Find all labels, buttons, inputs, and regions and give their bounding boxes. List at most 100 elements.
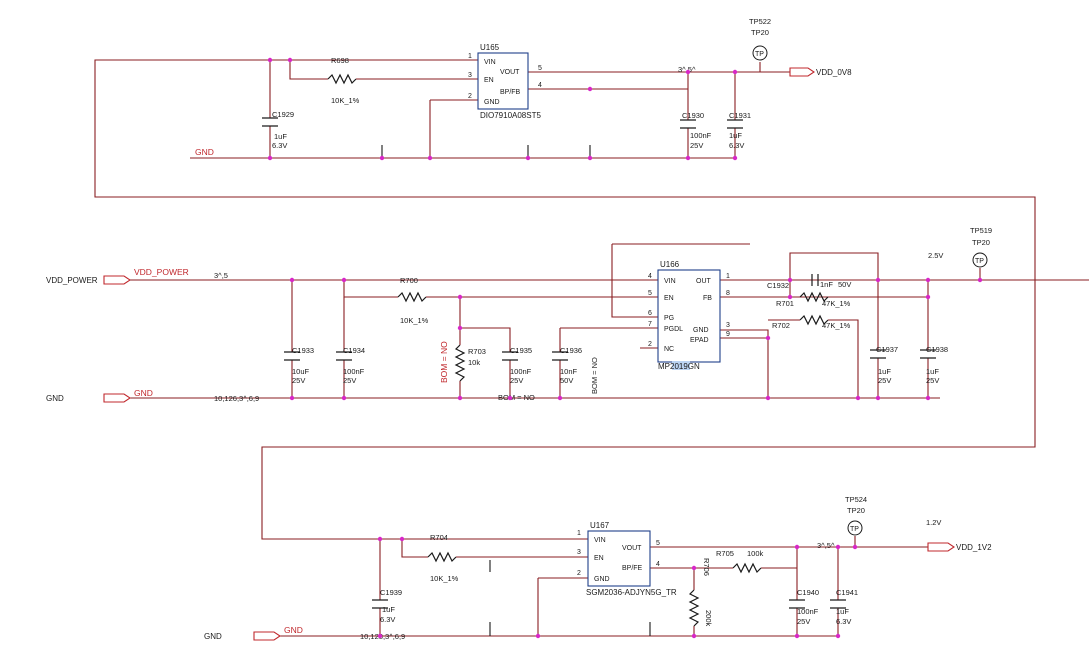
wire-gnd-u167 bbox=[537, 577, 588, 636]
svg-text:GND: GND bbox=[594, 576, 610, 583]
gnd-flag-2: GND bbox=[103, 388, 153, 403]
svg-text:10nF: 10nF bbox=[560, 367, 578, 376]
c1937: C1937 1uF 25V bbox=[870, 345, 898, 385]
svg-text:8: 8 bbox=[726, 290, 730, 297]
u166-chip: U166 MP2019GN VIN EN PG PGDL NC OUT FB G… bbox=[648, 260, 730, 371]
c1929: C1929 1uF 6.3V bbox=[262, 110, 294, 150]
svg-text:R705: R705 bbox=[716, 549, 734, 558]
xref-gnd-mid: 10,126,3^,6,9 bbox=[214, 394, 259, 403]
c1936: C1936 10nF 50V bbox=[552, 346, 582, 385]
c1938: C1938 1uF 25V bbox=[920, 345, 948, 385]
tp522: TP TP522 TP20 bbox=[749, 17, 771, 61]
svg-text:C1941: C1941 bbox=[836, 588, 858, 597]
svg-text:10uF: 10uF bbox=[292, 367, 310, 376]
svg-text:C1934: C1934 bbox=[343, 346, 365, 355]
c1940: C1940 100nF 25V bbox=[789, 588, 819, 626]
wire-r701 bbox=[789, 280, 928, 298]
svg-text:VIN: VIN bbox=[484, 59, 496, 66]
svg-text:R704: R704 bbox=[430, 533, 448, 542]
svg-text:1: 1 bbox=[577, 530, 581, 537]
svg-text:C1939: C1939 bbox=[380, 588, 402, 597]
svg-text:1uF: 1uF bbox=[836, 607, 849, 616]
svg-text:U166: U166 bbox=[660, 260, 680, 269]
svg-text:1nF: 1nF bbox=[820, 280, 833, 289]
c1931: C1931 1uF 6.3V bbox=[727, 111, 751, 150]
svg-text:10K_1%: 10K_1% bbox=[430, 574, 459, 583]
stub-3 bbox=[489, 560, 651, 636]
svg-text:4: 4 bbox=[656, 561, 660, 568]
svg-text:47K_1%: 47K_1% bbox=[822, 321, 851, 330]
svg-text:9: 9 bbox=[726, 331, 730, 338]
vdd-power-flag: VDD_POWER bbox=[103, 267, 189, 285]
svg-text:VDD_POWER: VDD_POWER bbox=[134, 267, 189, 277]
r706: R706 200k bbox=[688, 558, 713, 627]
svg-text:BP/FE: BP/FE bbox=[622, 565, 643, 572]
svg-text:2: 2 bbox=[468, 93, 472, 100]
tp519: TP TP519 TP20 bbox=[970, 226, 992, 268]
svg-text:1: 1 bbox=[726, 273, 730, 280]
wire-en-u166 bbox=[343, 280, 658, 298]
svg-text:7: 7 bbox=[648, 321, 652, 328]
vdd-power-left-label: VDD_POWER bbox=[46, 276, 98, 285]
svg-text:EN: EN bbox=[484, 77, 494, 84]
wire-r702 bbox=[768, 319, 859, 398]
c1934: C1934 100nF 25V bbox=[336, 346, 365, 385]
svg-text:GND: GND bbox=[134, 388, 153, 398]
svg-text:C1931: C1931 bbox=[729, 111, 751, 120]
svg-text:R698: R698 bbox=[331, 56, 349, 65]
r701: R701 47K_1% bbox=[776, 291, 851, 308]
svg-text:EN: EN bbox=[664, 295, 674, 302]
svg-text:C1932: C1932 bbox=[767, 281, 789, 290]
svg-text:OUT: OUT bbox=[696, 278, 712, 285]
svg-text:100nF: 100nF bbox=[510, 367, 532, 376]
svg-text:1uF: 1uF bbox=[926, 367, 939, 376]
svg-text:6.3V: 6.3V bbox=[729, 141, 744, 150]
junctions-3 bbox=[377, 536, 858, 639]
svg-text:25V: 25V bbox=[292, 376, 305, 385]
svg-text:25V: 25V bbox=[878, 376, 891, 385]
svg-text:DIO7910A08ST5: DIO7910A08ST5 bbox=[480, 111, 541, 120]
svg-text:6: 6 bbox=[648, 310, 652, 317]
wire-gnd-u166 bbox=[720, 329, 769, 398]
c1941: C1941 1uF 6.3V bbox=[830, 588, 858, 626]
svg-text:TP: TP bbox=[975, 258, 984, 265]
svg-text:BP/FB: BP/FB bbox=[500, 89, 521, 96]
vdd-0v8-flag: VDD_0V8 bbox=[789, 67, 852, 77]
svg-text:100nF: 100nF bbox=[797, 607, 819, 616]
svg-text:PGDL: PGDL bbox=[664, 326, 683, 333]
gnd-flag-3: GND bbox=[253, 625, 303, 641]
v25-label: 2.5V bbox=[928, 251, 943, 260]
svg-text:C1935: C1935 bbox=[510, 346, 532, 355]
c1932: C1932 1nF 50V bbox=[767, 274, 851, 290]
gnd-left-label-bot: GND bbox=[204, 632, 222, 641]
svg-text:C1930: C1930 bbox=[682, 111, 704, 120]
svg-text:TP522: TP522 bbox=[749, 17, 771, 26]
svg-text:VDD_0V8: VDD_0V8 bbox=[816, 68, 852, 77]
svg-text:U167: U167 bbox=[590, 521, 610, 530]
svg-text:VIN: VIN bbox=[594, 537, 606, 544]
u167-chip: U167 SGM2036-ADJYN5G_TR VIN EN GND VOUT … bbox=[577, 521, 677, 597]
r702: R702 47K_1% bbox=[772, 314, 851, 330]
wire-loop-top bbox=[94, 59, 1036, 540]
u165-chip: U165 DIO7910A08ST5 VIN EN GND VOUT BP/FB… bbox=[468, 43, 542, 120]
r703: R703 10k bbox=[454, 344, 486, 382]
wire-out-up bbox=[789, 252, 879, 280]
svg-text:C1940: C1940 bbox=[797, 588, 819, 597]
stub-1 bbox=[381, 145, 591, 158]
svg-text:GND: GND bbox=[693, 327, 709, 334]
svg-text:GND: GND bbox=[484, 99, 500, 106]
svg-text:TP519: TP519 bbox=[970, 226, 992, 235]
svg-text:3: 3 bbox=[726, 322, 730, 329]
svg-text:1uF: 1uF bbox=[878, 367, 891, 376]
svg-text:TP20: TP20 bbox=[972, 238, 990, 247]
section-u165: C1929 1uF 6.3V C1930 100nF 25V C1931 1uF… bbox=[94, 17, 1036, 540]
vdd-1v2-flag: VDD_1V2 bbox=[927, 542, 992, 552]
r700: R700 10K_1% bbox=[397, 276, 429, 325]
xref-gnd-bot: 10,128,3^,6,9 bbox=[360, 632, 405, 641]
svg-text:TP524: TP524 bbox=[845, 495, 867, 504]
gnd-left-label-mid: GND bbox=[46, 394, 64, 403]
wire-pg-u166 bbox=[611, 244, 658, 318]
svg-text:NC: NC bbox=[664, 346, 674, 353]
svg-text:4: 4 bbox=[648, 273, 652, 280]
svg-text:3: 3 bbox=[468, 72, 472, 79]
